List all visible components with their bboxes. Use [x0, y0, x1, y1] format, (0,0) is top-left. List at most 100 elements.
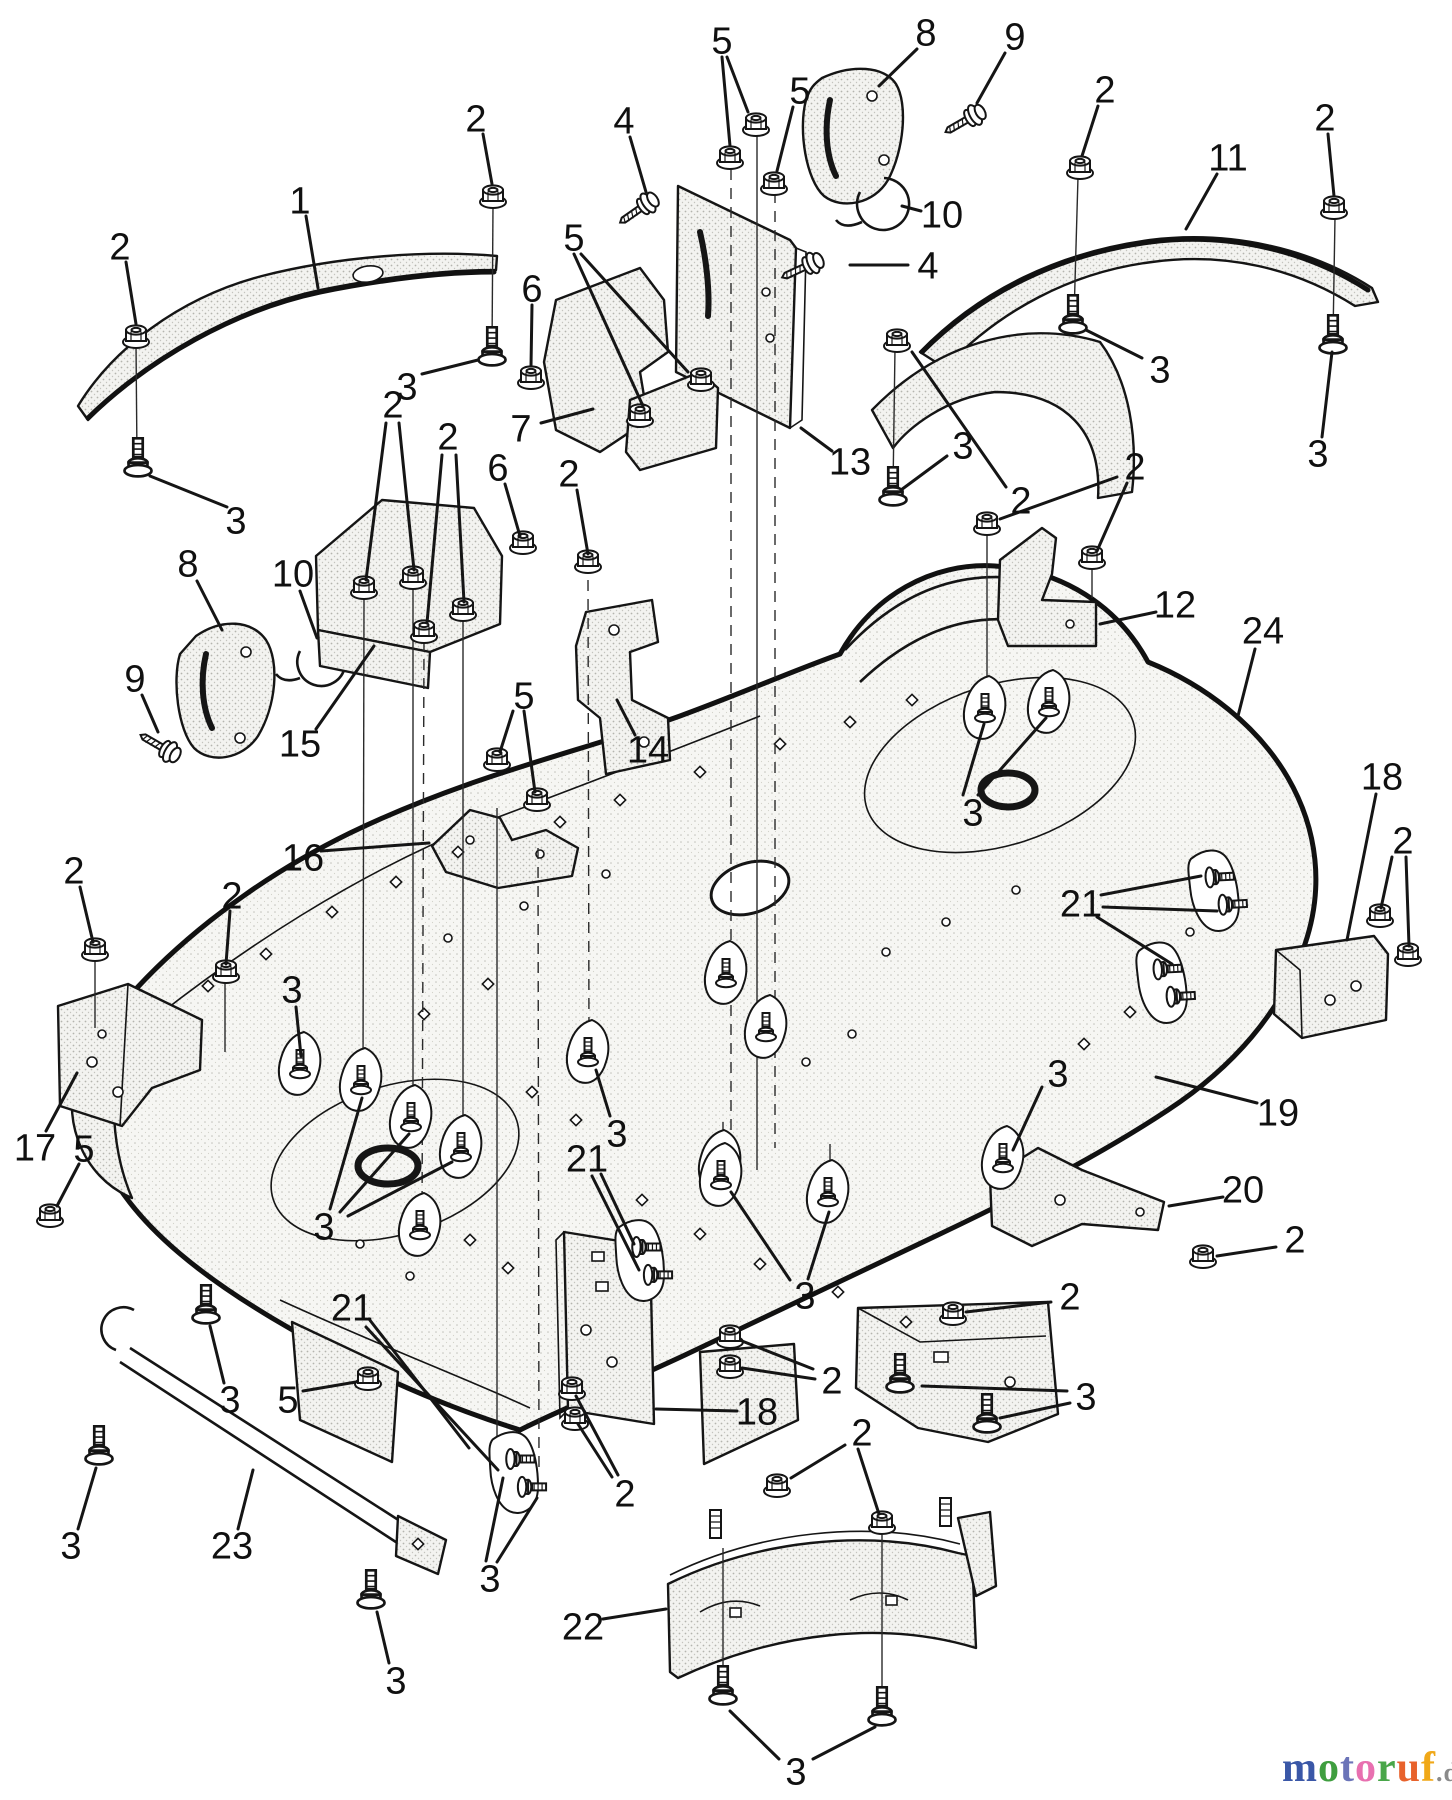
leader-line: [539, 407, 595, 425]
nut-icon: [868, 1510, 896, 1535]
bracket-18-slot: [591, 1251, 605, 1262]
nut-icon: [763, 1473, 791, 1498]
leader-line: [574, 1394, 620, 1477]
deck-diamond-hole: [693, 1227, 707, 1241]
leader-line: [195, 579, 224, 632]
leader-line: [590, 1174, 641, 1272]
part-number-label: 2: [63, 850, 84, 892]
nut-icon: [410, 619, 438, 644]
side-bracket-18-fold: [1275, 949, 1303, 1039]
leader-line: [224, 909, 232, 966]
part-number-label: 4: [917, 245, 938, 287]
leader-line: [601, 1607, 668, 1621]
leader-line: [328, 1096, 364, 1211]
watermark-letter: m: [1282, 1745, 1318, 1791]
leader-line: [76, 1466, 98, 1531]
nut-icon: [939, 1301, 967, 1326]
part-number-label: 18: [736, 1391, 778, 1433]
bolt-icon: [125, 438, 152, 476]
watermark-letter: o: [1318, 1745, 1340, 1791]
leader-line: [1236, 647, 1257, 718]
front-lift-arm-slot: [352, 265, 384, 283]
leader-line: [975, 51, 1007, 105]
leader-line: [1080, 104, 1100, 158]
retainer-ring-top: [834, 176, 911, 232]
leader-line: [364, 1325, 500, 1472]
deck-diamond-hole: [773, 737, 787, 751]
deck-round-hole: [941, 917, 951, 927]
projection-line: [362, 596, 365, 1077]
step-bracket-12: [996, 526, 1098, 648]
part-number-label: 3: [385, 1660, 406, 1702]
leader-line: [910, 350, 1008, 489]
nut-icon: [716, 1354, 744, 1379]
deck-diamond-hole: [259, 947, 273, 961]
deck-diamond-hole: [389, 875, 403, 889]
part-number-label: 6: [487, 447, 508, 489]
leader-line: [628, 135, 648, 194]
nut-icon: [716, 1324, 744, 1349]
part-number-label: 4: [613, 100, 634, 142]
gauge-plate-top-slot: [823, 97, 839, 179]
leader-line: [1167, 1195, 1225, 1208]
gauge-plate-mid: [175, 622, 276, 759]
part-number-label: 5: [513, 675, 534, 717]
part-number-label: 2: [821, 1360, 842, 1402]
leader-line: [338, 1132, 411, 1214]
leader-line: [799, 426, 834, 453]
part-number-label: 7: [510, 408, 531, 450]
flat-bracket-20: [988, 1146, 1166, 1248]
watermark-logo: motoruf.de: [1282, 1744, 1452, 1792]
support-rod-23: [100, 1305, 448, 1576]
leader-line: [789, 1443, 847, 1480]
part-number-label: 9: [1004, 16, 1025, 58]
part-number-label: 3: [606, 1113, 627, 1155]
deck-skirt-line: [279, 1299, 531, 1409]
bracket-18-slot: [595, 1281, 609, 1292]
part-number-label: 3: [396, 366, 417, 408]
corner-bracket-slot: [933, 1351, 949, 1363]
part-number-label: 3: [1075, 1376, 1096, 1418]
bolt-icon: [1320, 315, 1347, 353]
part-number-label: 11: [1208, 137, 1247, 179]
wing-bracket-hole: [535, 849, 545, 859]
part-number-label: 2: [465, 98, 486, 140]
nut-icon: [760, 171, 788, 196]
gusset-bracket-crease: [119, 983, 129, 1127]
nut-icon: [716, 145, 744, 170]
leader-line: [877, 47, 919, 88]
deck-diamond-hole: [843, 715, 857, 729]
bolt-icon: [358, 1570, 385, 1608]
deflector-stud: [939, 1497, 952, 1527]
part-number-label: 5: [73, 1128, 94, 1170]
nut-icon: [973, 511, 1001, 536]
part-number-label: 21: [566, 1138, 608, 1180]
leader-line: [55, 1162, 81, 1208]
leader-line: [1095, 481, 1129, 553]
bolt-icon: [479, 327, 506, 365]
gusset-hole: [86, 1056, 98, 1068]
part-number-label: 16: [282, 837, 324, 879]
nut-icon: [523, 787, 551, 812]
leader-line: [236, 1468, 255, 1531]
gusset-hole: [112, 1086, 124, 1098]
side-bracket-18-right: [1272, 934, 1390, 1040]
part-number-label: 12: [1154, 584, 1196, 626]
bracket-18-hole: [580, 1324, 592, 1336]
deflector-stud: [709, 1509, 722, 1539]
part-number-label: 9: [124, 658, 145, 700]
leader-line: [576, 1422, 614, 1479]
leader-line: [346, 1160, 454, 1218]
leader-line: [44, 1071, 79, 1133]
part-number-label: 8: [915, 12, 936, 54]
leader-line: [811, 1725, 877, 1761]
z-bracket-14: [574, 598, 672, 776]
part-number-label: 2: [1094, 69, 1115, 111]
leader-line: [140, 693, 160, 734]
watermark-domain-suffix: .de: [1436, 1758, 1452, 1787]
part-number-label: 5: [563, 217, 584, 259]
deck-diamond-hole: [1123, 1005, 1137, 1019]
